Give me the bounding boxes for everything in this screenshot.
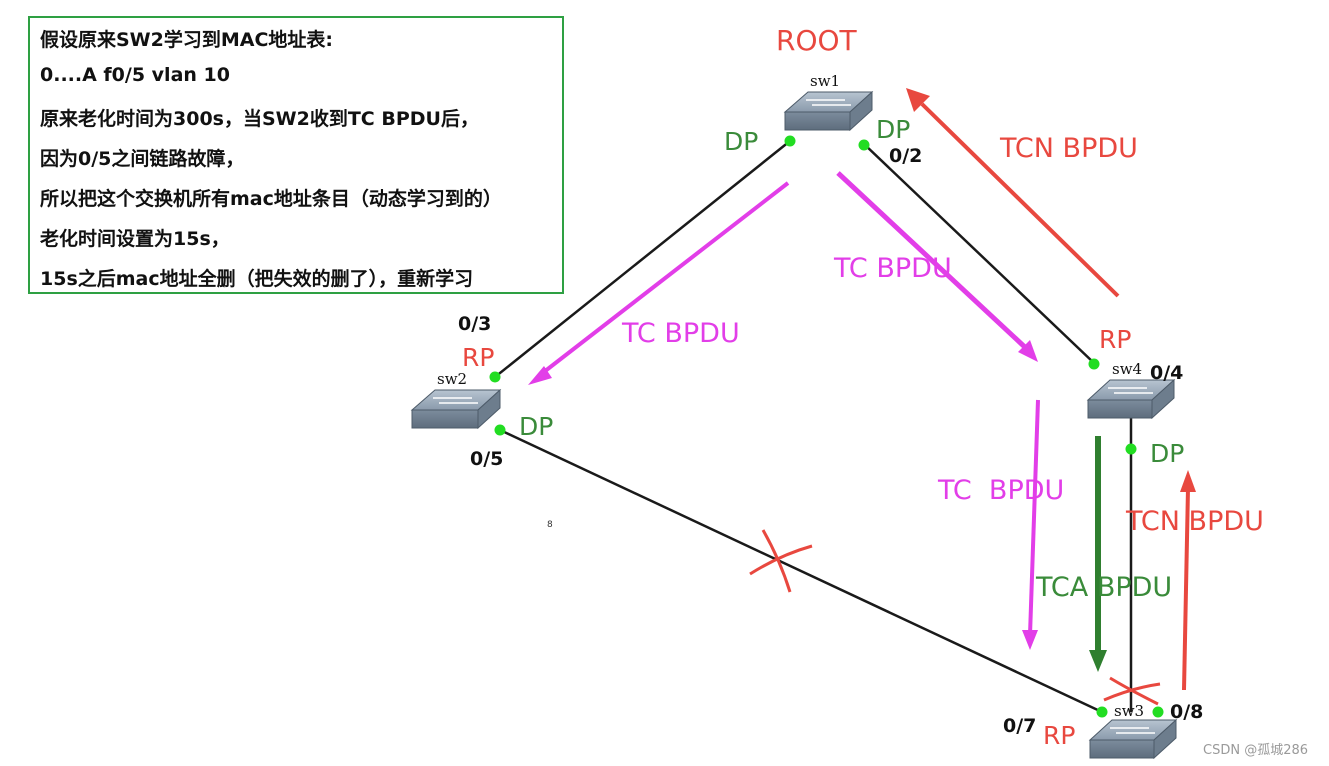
sw2-bottom-port: 0/5 [470, 448, 503, 470]
label-tc-to-sw3: TC BPDU [937, 475, 1064, 506]
explanation-note: 假设原来SW2学习到MAC地址表: 0....A f0/5 vlan 10 原来… [28, 16, 564, 294]
link-sw1-sw2 [494, 140, 791, 378]
note-line-7: 15s之后mac地址全删（把失效的删了），重新学习 [40, 268, 474, 290]
link-sw1-sw4 [863, 143, 1095, 364]
sw4-top-port: 0/4 [1150, 362, 1183, 384]
label-tca-to-sw3: TCA BPDU [1035, 572, 1172, 603]
note-line-1: 假设原来SW2学习到MAC地址表: [40, 29, 334, 51]
port-dot-sw1-right [858, 139, 870, 151]
port-dot-sw3-right [1152, 706, 1164, 718]
port-dot-sw2-bottom [494, 424, 506, 436]
arrow-tcn-sw4-to-sw1 [906, 88, 1120, 298]
port-dot-sw3-left [1096, 706, 1108, 718]
switch-sw4[interactable] [1086, 378, 1176, 420]
sw1-right-port: 0/2 [889, 145, 922, 167]
switch-name-sw3: sw3 [1114, 702, 1144, 720]
switch-sw2[interactable] [410, 388, 502, 430]
link-failure-mark-sw4-sw3 [1103, 676, 1161, 706]
links [494, 140, 1133, 714]
label-tc-to-sw4: TC BPDU [833, 253, 952, 284]
port-dots [489, 135, 1164, 718]
sw2-bottom-role: DP [519, 412, 553, 441]
arrow-tc-sw4-to-sw3 [1022, 399, 1040, 650]
arrow-tca-sw4-to-sw3 [1089, 436, 1107, 672]
sw4-top-role: RP [1099, 325, 1131, 354]
sw1-left-role: DP [724, 127, 758, 156]
link-failure-mark-sw2-sw3 [749, 529, 813, 593]
label-tc-to-sw2: TC BPDU [621, 318, 740, 349]
switch-name-sw4: sw4 [1112, 360, 1142, 378]
switch-sw3[interactable] [1088, 718, 1178, 760]
switch-name-sw1: sw1 [810, 72, 840, 90]
root-bridge-label: ROOT [776, 24, 858, 57]
port-dot-sw4-top [1088, 358, 1100, 370]
label-tcn-to-sw1: TCN BPDU [999, 133, 1138, 164]
sw4-bottom-role: DP [1150, 439, 1184, 468]
note-line-5: 所以把这个交换机所有mac地址条目（动态学习到的） [40, 188, 502, 210]
sw3-left-port: 0/7 [1003, 715, 1036, 737]
switch-sw1[interactable] [783, 90, 874, 132]
arrow-tc-sw1-to-sw2 [528, 181, 790, 385]
watermark: CSDN @孤城286 [1203, 743, 1308, 758]
label-tcn-to-sw4: TCN BPDU [1125, 506, 1264, 537]
note-line-6: 老化时间设置为15s， [40, 228, 230, 250]
switch-name-sw2: sw2 [437, 370, 467, 388]
link-sw2-sw3 [499, 428, 1103, 714]
port-dot-sw1-left [784, 135, 796, 147]
note-line-2: 0....A f0/5 vlan 10 [40, 64, 230, 86]
sw2-top-port: 0/3 [458, 313, 491, 335]
note-line-3: 原来老化时间为300s，当SW2收到TC BPDU后， [40, 108, 479, 130]
arrow-tcn-sw3-to-sw4 [1180, 470, 1196, 691]
sw3-right-port: 0/8 [1170, 701, 1203, 723]
port-dot-sw4-bottom [1125, 443, 1137, 455]
small-mark: 8 [547, 520, 553, 530]
arrow-tc-sw1-to-sw4 [836, 171, 1038, 362]
sw1-right-role: DP [876, 115, 910, 144]
note-line-4: 因为0/5之间链路故障， [40, 148, 245, 170]
sw3-left-role: RP [1043, 721, 1075, 750]
port-dot-sw2-top [489, 371, 501, 383]
sw2-top-role: RP [462, 343, 494, 372]
